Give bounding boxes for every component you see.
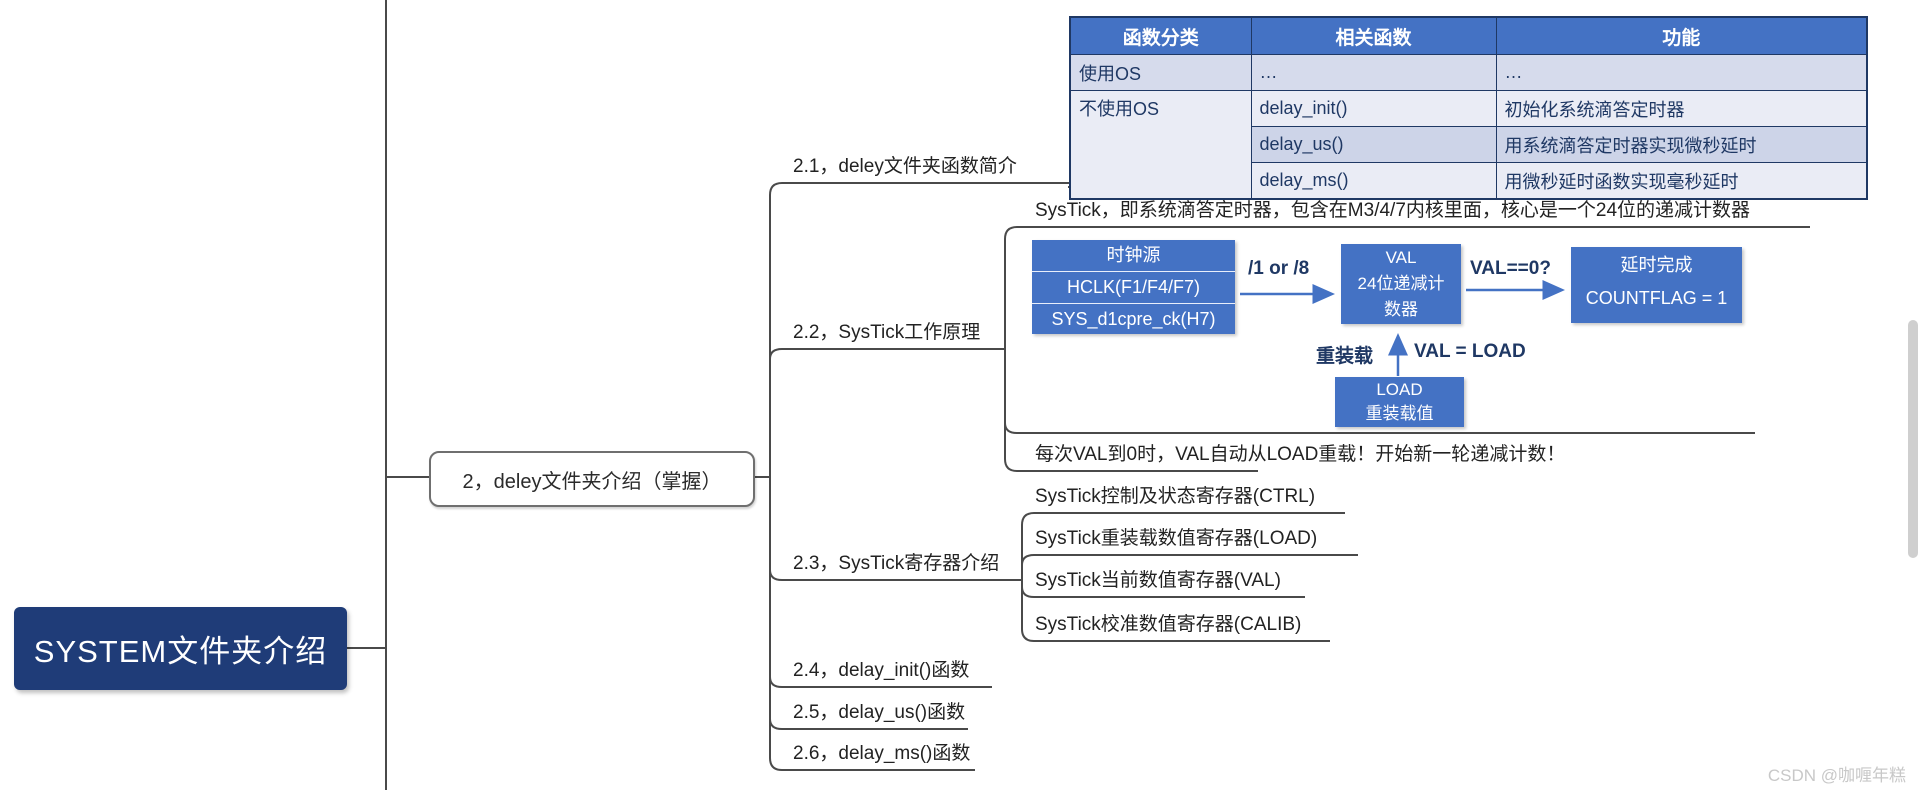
table-row: 使用OS … …	[1069, 54, 1868, 91]
cell-delay-us-desc: 用系统滴答定时器实现微秒延时	[1495, 126, 1868, 163]
table-row: delay_ms() 用微秒延时函数实现毫秒延时	[1070, 162, 1868, 200]
topic-2-1[interactable]: 2.1，deley文件夹函数简介	[793, 156, 1017, 177]
load-box: LOAD 重装载值	[1335, 377, 1464, 427]
topic-register-ctrl[interactable]: SysTick控制及状态寄存器(CTRL)	[1035, 486, 1316, 507]
val-load-label: VAL = LOAD	[1414, 341, 1526, 362]
topic-2-4[interactable]: 2.4，delay_init()函数	[793, 660, 970, 681]
topic-2-2[interactable]: 2.2，SysTick工作原理	[793, 322, 981, 343]
watermark-text: CSDN @咖喱年糕	[1767, 766, 1906, 785]
col-header-category: 函数分类	[1069, 16, 1252, 55]
clock-source-sys: SYS_d1cpre_ck(H7)	[1032, 303, 1235, 335]
load-line1: LOAD	[1376, 380, 1423, 399]
vertical-scrollbar-thumb[interactable]	[1908, 320, 1918, 558]
topic-register-val[interactable]: SysTick当前数值寄存器(VAL)	[1035, 570, 1281, 591]
table-row: delay_us() 用系统滴答定时器实现微秒延时	[1070, 126, 1868, 163]
topic-register-calib[interactable]: SysTick校准数值寄存器(CALIB)	[1035, 614, 1302, 635]
cell-dots-func: …	[1250, 54, 1497, 91]
val-zero-label: VAL==0?	[1470, 258, 1551, 279]
cell-delay-ms-desc: 用微秒延时函数实现毫秒延时	[1495, 162, 1868, 200]
cell-no-os: 不使用OS	[1069, 90, 1252, 200]
systick-flow-diagram[interactable]: 时钟源 HCLK(F1/F4/F7) SYS_d1cpre_ck(H7) /1 …	[1005, 233, 1765, 433]
cell-use-os: 使用OS	[1069, 54, 1252, 91]
topic-systick-intro[interactable]: SysTick，即系统滴答定时器，包含在M3/4/7内核里面，核心是一个24位的…	[1035, 200, 1751, 221]
cell-delay-init: delay_init()	[1250, 90, 1497, 127]
cell-dots-desc: …	[1495, 54, 1868, 91]
cell-delay-init-desc: 初始化系统滴答定时器	[1495, 90, 1868, 127]
topic-val-reload-note[interactable]: 每次VAL到0时，VAL自动从LOAD重载！开始新一轮递减计数！	[1035, 444, 1566, 465]
function-table-topic[interactable]: 函数分类 相关函数 功能 使用OS … … 不使用OS delay_init()…	[1069, 16, 1868, 200]
topic-delay-folder-label: 2，deley文件夹介绍（掌握）	[462, 470, 722, 493]
done-line2: COUNTFLAG = 1	[1585, 288, 1728, 308]
clock-source-box: 时钟源 HCLK(F1/F4/F7) SYS_d1cpre_ck(H7)	[1032, 240, 1235, 334]
cell-delay-us: delay_us()	[1250, 126, 1497, 163]
topic-2-5[interactable]: 2.5，delay_us()函数	[793, 702, 966, 723]
table-row: 不使用OS delay_init() 初始化系统滴答定时器	[1069, 90, 1868, 200]
root-topic[interactable]: SYSTEM文件夹介绍	[14, 607, 347, 690]
val-line1: VAL	[1385, 248, 1417, 267]
col-header-purpose: 功能	[1495, 16, 1868, 55]
delay-done-box: 延时完成 COUNTFLAG = 1	[1571, 247, 1742, 323]
clock-source-hclk: HCLK(F1/F4/F7)	[1032, 271, 1235, 303]
val-line2: 24位递减计	[1357, 274, 1445, 293]
reload-label: 重装载	[1316, 346, 1374, 367]
load-line2: 重装载值	[1365, 404, 1434, 423]
topic-register-load[interactable]: SysTick重装载数值寄存器(LOAD)	[1035, 528, 1318, 549]
topic-delay-folder[interactable]: 2，deley文件夹介绍（掌握）	[429, 451, 755, 507]
root-topic-label: SYSTEM文件夹介绍	[33, 634, 328, 669]
done-line1: 延时完成	[1620, 255, 1693, 275]
col-header-function: 相关函数	[1250, 16, 1497, 55]
val-counter-box: VAL 24位递减计 数器	[1341, 244, 1461, 324]
cell-delay-ms: delay_ms()	[1250, 162, 1497, 200]
val-line3: 数器	[1384, 300, 1418, 319]
prescaler-label: /1 or /8	[1248, 258, 1310, 279]
function-table: 函数分类 相关函数 功能 使用OS … … 不使用OS delay_init()…	[1069, 16, 1868, 200]
topic-2-3[interactable]: 2.3，SysTick寄存器介绍	[793, 553, 1000, 574]
clock-source-title: 时钟源	[1106, 245, 1161, 265]
topic-2-6[interactable]: 2.6，delay_ms()函数	[793, 743, 971, 764]
